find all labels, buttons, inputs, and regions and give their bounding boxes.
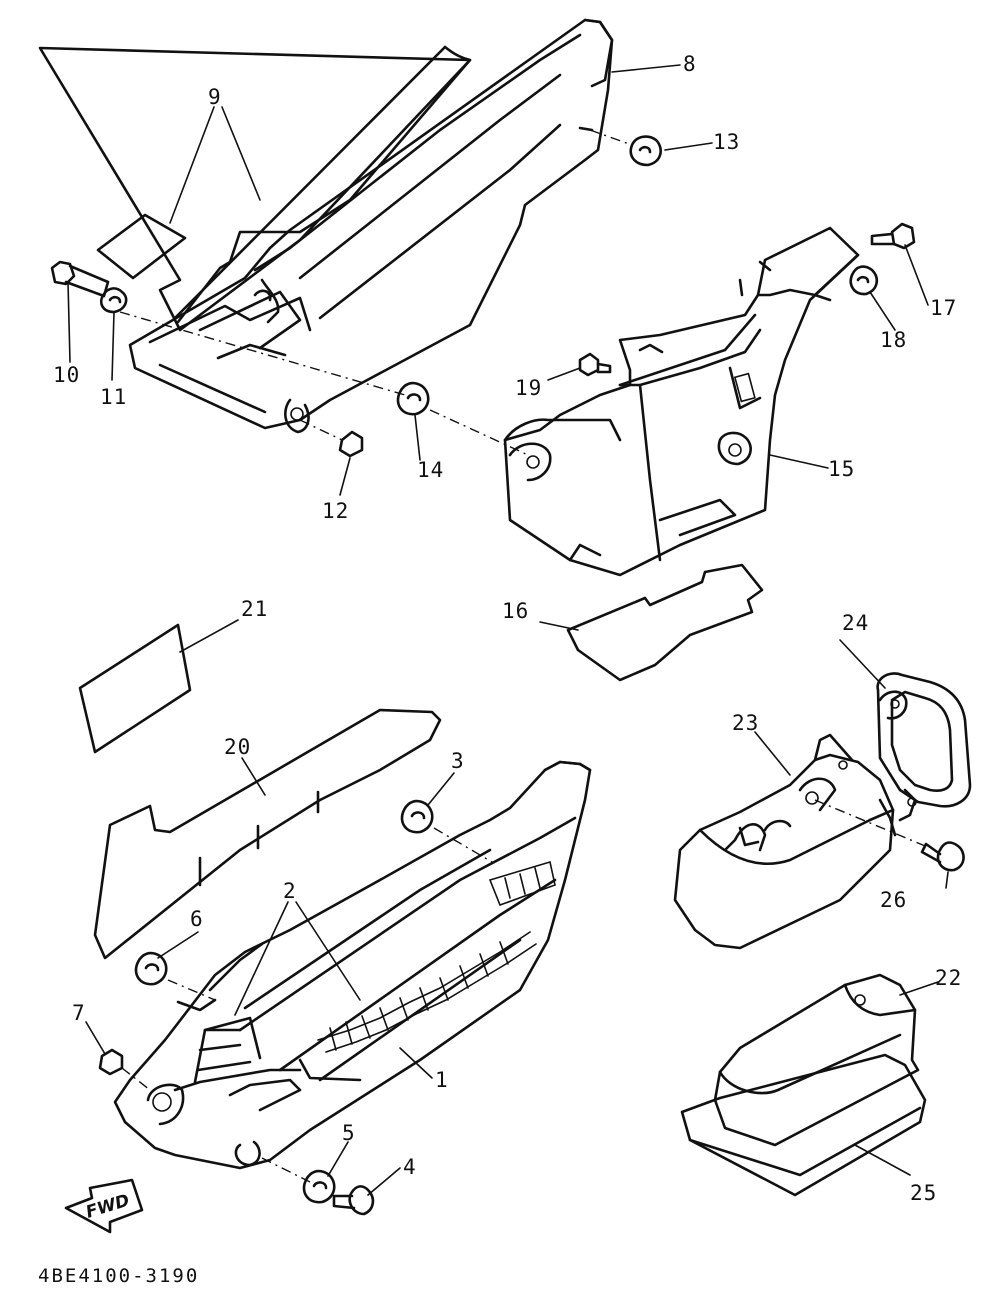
part-10-bolt [50, 260, 110, 298]
axis-line-7 [121, 1067, 151, 1091]
part-24-bracket [876, 672, 972, 822]
part-2-leaders [234, 901, 361, 1016]
callout-18: 18 [880, 328, 907, 352]
part-7-nut [98, 1048, 124, 1076]
part-9-emblem [38, 45, 472, 332]
callout-12: 12 [322, 499, 349, 523]
leader-lines [67, 64, 949, 1196]
part-23-tool-box [673, 733, 897, 950]
part-18-grommet [849, 265, 879, 296]
callout-16: 16 [502, 599, 529, 623]
callout-4: 4 [403, 1155, 417, 1179]
callout-8: 8 [683, 52, 697, 76]
part-22-pouch [713, 973, 920, 1147]
part-19-bolt [578, 352, 612, 377]
part-5-grommet [302, 1169, 336, 1204]
part-26-bolt [920, 841, 965, 872]
callout-6: 6 [190, 907, 204, 931]
part-16-plate [566, 563, 764, 682]
axis-line-13 [589, 129, 633, 146]
callout-1: 1 [435, 1068, 449, 1092]
callout-9: 9 [208, 85, 222, 109]
part-20-emblem-strip [93, 708, 442, 960]
callout-11: 11 [100, 385, 127, 409]
part-8-upper-side-cover [128, 18, 614, 434]
part-13-grommet [629, 135, 662, 167]
part-1-side-cover [113, 760, 592, 1170]
axis-line-12 [299, 419, 343, 441]
axis-line-5 [261, 1157, 311, 1183]
part-12-nut [338, 430, 364, 458]
callout-17: 17 [930, 296, 957, 320]
callout-7: 7 [72, 1001, 86, 1025]
part-17-bolt [870, 222, 916, 250]
part-25-case [680, 1053, 927, 1197]
callout-14: 14 [417, 458, 444, 482]
callout-numbers: 9 8 13 10 11 12 14 15 16 17 18 19 21 20 … [53, 52, 962, 1205]
callout-25: 25 [910, 1181, 937, 1205]
axis-line-11-14 [119, 311, 406, 396]
part-11-grommet [100, 287, 128, 314]
part-3-grommet [400, 799, 434, 834]
callout-24: 24 [842, 611, 869, 635]
callout-23: 23 [732, 711, 759, 735]
axis-line-23-26 [814, 799, 931, 849]
callout-13: 13 [713, 130, 740, 154]
callout-15: 15 [828, 457, 855, 481]
part-15-battery-box [503, 226, 860, 577]
part-code: 4BE4100-3190 [38, 1265, 199, 1287]
callout-26: 26 [880, 888, 907, 912]
fwd-arrow: FWD [64, 1178, 144, 1234]
part-21-decal [78, 623, 192, 754]
axis-line-6 [167, 979, 216, 1001]
callout-20: 20 [224, 735, 251, 759]
callout-22: 22 [935, 966, 962, 990]
part-4-bolt [332, 1185, 375, 1216]
callout-3: 3 [451, 749, 465, 773]
callout-10: 10 [53, 363, 80, 387]
callout-19: 19 [515, 376, 542, 400]
callout-21: 21 [241, 597, 268, 621]
part-14-grommet [396, 381, 430, 416]
callout-2: 2 [283, 879, 297, 903]
axis-line-14-15 [429, 409, 529, 456]
part-6-grommet [134, 951, 168, 986]
callout-5: 5 [342, 1121, 356, 1145]
